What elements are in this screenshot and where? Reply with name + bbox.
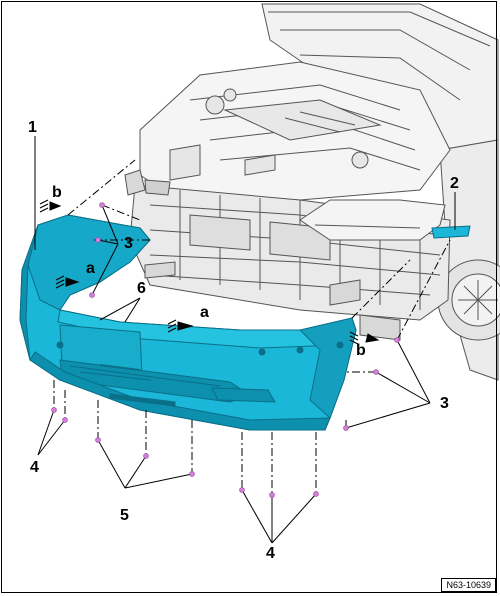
callout-5: 5 [120, 507, 129, 524]
arrow-b-upper [39, 199, 62, 213]
ref-letter-a-left: a [86, 260, 95, 277]
callout-3-upper: 3 [124, 235, 133, 252]
vehicle-front-drawing [124, 3, 500, 381]
clip [95, 437, 101, 443]
callout-4-left: 4 [30, 459, 39, 476]
clip [189, 471, 195, 477]
clip [143, 453, 149, 459]
callout-6: 6 [137, 280, 146, 297]
clip [373, 369, 379, 375]
fastener-clips [51, 202, 400, 498]
clip [313, 491, 319, 497]
clip [269, 492, 275, 498]
figure-id-label: N63-10639 [441, 578, 496, 592]
arrow-a-left [55, 275, 80, 289]
dash-dot-lines [53, 159, 451, 495]
clip [95, 237, 101, 243]
clip [51, 407, 57, 413]
direction-arrows [39, 199, 380, 345]
ref-letter-a-middle: a [200, 304, 209, 321]
callout-3-right: 3 [440, 395, 449, 412]
callout-4-bottom: 4 [266, 545, 275, 562]
ref-letter-b-right: b [356, 342, 366, 359]
arrow-a-middle [167, 319, 194, 333]
ref-letter-b-upper: b [52, 184, 62, 201]
clip [239, 487, 245, 493]
callout-2: 2 [450, 175, 459, 192]
clip [89, 292, 95, 298]
clip [62, 417, 68, 423]
clip [394, 337, 400, 343]
leader-lines [34, 136, 456, 544]
callout-1: 1 [28, 119, 37, 136]
arrow-b-right [349, 331, 380, 345]
clip [343, 425, 349, 431]
clip [99, 202, 105, 208]
